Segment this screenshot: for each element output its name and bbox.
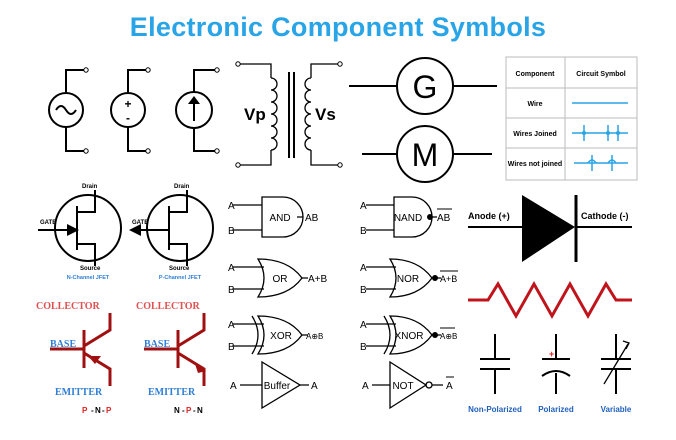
- cap-variable-label: Variable: [601, 405, 632, 414]
- jfet-n-gate-label: GATE: [40, 220, 56, 226]
- buffer-out: A: [311, 381, 318, 392]
- pnp-transistor-symbol: COLLECTOR BASE EMITTER P - N - P: [36, 301, 112, 415]
- p-channel-jfet-symbol: Drain GATE Source P-Channel JFET: [129, 184, 214, 281]
- jfet-n-drain-label: Drain: [82, 184, 98, 190]
- motor-letter: M: [412, 137, 439, 173]
- xor-gate-symbol: A B XOR A⊕B: [228, 315, 323, 355]
- xor-label: XOR: [270, 331, 292, 342]
- table-header-symbol: Circuit Symbol: [576, 71, 625, 78]
- bjt-npn-type-n1: N: [174, 406, 180, 415]
- xnor-label: XNOR: [395, 331, 424, 342]
- or-label: OR: [273, 274, 288, 285]
- xnor-in-a: A: [360, 320, 367, 331]
- or-gate-symbol: A B OR A+B: [228, 258, 328, 298]
- diode-cathode-label: Cathode (-): [581, 211, 629, 221]
- dash-4: -: [193, 406, 196, 415]
- buffer-gate-symbol: A Buffer A: [230, 360, 318, 410]
- resistor-symbol: [468, 280, 632, 320]
- generator-letter: G: [413, 69, 438, 105]
- not-in: A: [362, 381, 369, 392]
- bjt-npn-base-label: BASE: [144, 339, 170, 350]
- jfet-p-gate-label: GATE: [132, 220, 148, 226]
- bjt-npn-emitter-label: EMITTER: [148, 387, 196, 398]
- page-title: Electronic Component Symbols: [129, 12, 547, 42]
- bjt-pnp-collector-label: COLLECTOR: [36, 301, 100, 312]
- ac-voltage-source-symbol: [48, 67, 89, 154]
- variable-capacitor-symbol: Variable: [601, 334, 632, 414]
- dash-1: -: [91, 406, 94, 415]
- diode-symbol: Anode (+) Cathode (-): [468, 195, 632, 262]
- nand-label: NAND: [394, 213, 422, 224]
- jfet-p-source-label: Source: [169, 266, 190, 272]
- nor-label: NOR: [397, 274, 419, 285]
- nor-in-a: A: [360, 263, 367, 274]
- table-row-wires-joined: Wires Joined: [513, 131, 557, 138]
- npn-transistor-symbol: COLLECTOR BASE EMITTER N - P - N: [136, 301, 206, 415]
- non-polarized-capacitor-symbol: Non-Polarized: [468, 334, 522, 414]
- and-in-a: A: [228, 201, 235, 212]
- nand-in-b: B: [360, 226, 367, 237]
- bjt-pnp-emitter-label: EMITTER: [55, 387, 103, 398]
- wire-symbol-table: Component Circuit Symbol Wire Wires Join…: [505, 56, 638, 181]
- cap-polar-label: Polarized: [538, 405, 574, 414]
- nor-out: A+B: [440, 274, 457, 284]
- xor-out: A⊕B: [306, 332, 323, 341]
- bjt-pnp-type-p1: P: [82, 406, 88, 415]
- svg-text:+: +: [124, 97, 131, 111]
- nor-gate-symbol: A B NOR A+B: [360, 258, 458, 298]
- svg-text:-: -: [126, 111, 130, 125]
- and-out: AB: [305, 213, 319, 224]
- dash-2: -: [102, 406, 105, 415]
- or-out: A+B: [308, 274, 328, 285]
- bjt-npn-type-p: P: [186, 406, 192, 415]
- and-in-b: B: [228, 226, 235, 237]
- table-row-wires-not-joined: Wires not joined: [508, 161, 562, 168]
- xor-in-a: A: [228, 320, 235, 331]
- buffer-label: Buffer: [264, 381, 291, 392]
- jfet-p-caption: P-Channel JFET: [159, 275, 202, 281]
- bjt-pnp-type-n: N: [95, 406, 101, 415]
- nand-in-a: A: [360, 201, 367, 212]
- vs-label: Vs: [315, 105, 336, 124]
- bjt-npn-type-n2: N: [197, 406, 203, 415]
- nand-gate-symbol: A B NAND AB: [360, 196, 452, 238]
- jfet-p-drain-label: Drain: [174, 184, 190, 190]
- diode-anode-label: Anode (+): [468, 211, 510, 221]
- table-header-component: Component: [516, 71, 556, 78]
- bjt-pnp-base-label: BASE: [50, 339, 76, 350]
- current-source-symbol: [175, 67, 220, 154]
- xnor-gate-symbol: A B XNOR A⊕B: [360, 315, 457, 355]
- or-in-b: B: [228, 285, 235, 296]
- cap-nonpolar-label: Non-Polarized: [468, 405, 522, 414]
- xor-in-b: B: [228, 342, 235, 353]
- xnor-in-b: B: [360, 342, 367, 353]
- nor-in-b: B: [360, 285, 367, 296]
- xnor-out: A⊕B: [440, 332, 457, 341]
- polarized-capacitor-symbol: + Polarized: [538, 334, 574, 414]
- not-label: NOT: [392, 381, 413, 392]
- transformer-symbol: Vp Vs: [235, 61, 343, 168]
- or-in-a: A: [228, 263, 235, 274]
- vp-label: Vp: [244, 105, 266, 124]
- bjt-npn-collector-label: COLLECTOR: [136, 301, 200, 312]
- nand-out: AB: [437, 213, 451, 224]
- jfet-n-caption: N-Channel JFET: [67, 275, 110, 281]
- motor-symbol: M: [362, 125, 492, 183]
- n-channel-jfet-symbol: Drain GATE Source N-Channel JFET: [38, 184, 122, 281]
- and-label: AND: [269, 213, 290, 224]
- bjt-pnp-type-p2: P: [106, 406, 112, 415]
- element-5: +: [549, 349, 554, 359]
- jfet-n-source-label: Source: [80, 266, 101, 272]
- not-out: A: [446, 381, 453, 392]
- and-gate-symbol: A B AND AB: [228, 196, 319, 238]
- not-gate-symbol: A NOT A: [362, 360, 454, 410]
- dc-voltage-source-symbol: + -: [110, 67, 151, 154]
- dash-3: -: [182, 406, 185, 415]
- buffer-in: A: [230, 381, 237, 392]
- table-row-wire: Wire: [527, 101, 542, 108]
- generator-symbol: G: [349, 57, 497, 115]
